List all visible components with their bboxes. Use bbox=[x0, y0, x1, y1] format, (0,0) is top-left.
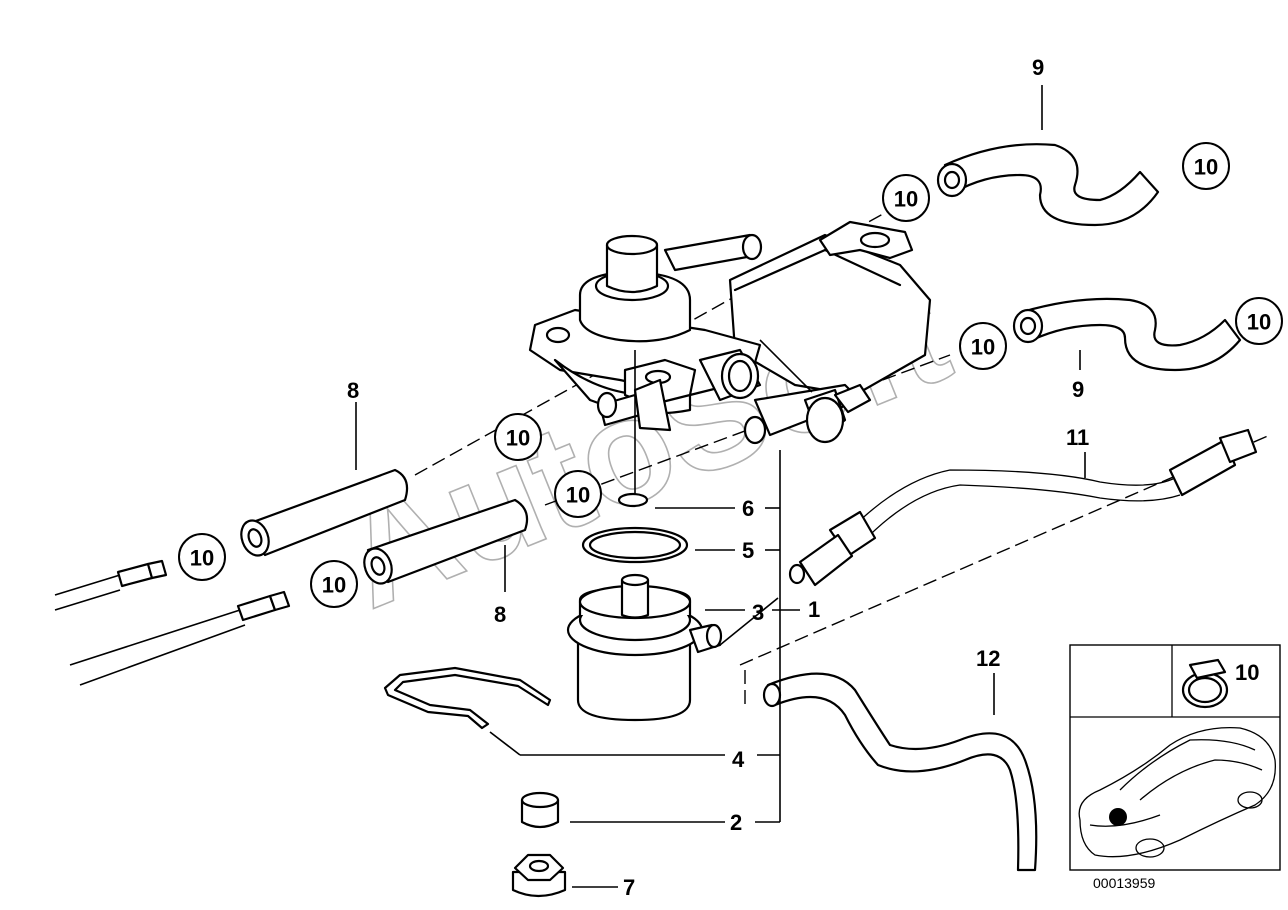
svg-text:10: 10 bbox=[566, 483, 590, 508]
car-icon bbox=[1078, 726, 1276, 858]
callout-10-h: 10 bbox=[310, 560, 358, 608]
seal-6 bbox=[617, 492, 649, 508]
hose-12 bbox=[762, 672, 1038, 872]
diagram-code: 00013959 bbox=[1093, 875, 1156, 891]
label-5: 5 bbox=[742, 538, 754, 563]
label-1: 1 bbox=[808, 597, 820, 622]
callout-10-b: 10 bbox=[882, 174, 930, 222]
sleeve-2 bbox=[520, 791, 560, 829]
o-ring-5 bbox=[581, 526, 689, 564]
hose-clamp-icon bbox=[1181, 658, 1229, 709]
callout-10-d: 10 bbox=[959, 322, 1007, 370]
inset-panel: 10 bbox=[1069, 644, 1281, 871]
svg-text:10: 10 bbox=[971, 335, 995, 360]
label-leaders bbox=[355, 85, 1086, 888]
label-11: 11 bbox=[1066, 425, 1089, 450]
label-9-lower: 9 bbox=[1072, 377, 1084, 402]
svg-text:10: 10 bbox=[190, 546, 214, 571]
svg-text:10: 10 bbox=[1247, 310, 1271, 335]
svg-text:10: 10 bbox=[894, 187, 918, 212]
pipe-11 bbox=[788, 428, 1258, 587]
label-12: 12 bbox=[976, 646, 1000, 671]
svg-text:10: 10 bbox=[322, 573, 346, 598]
hose-9-upper bbox=[936, 143, 1160, 227]
label-6: 6 bbox=[742, 496, 754, 521]
valve-assembly bbox=[528, 220, 932, 495]
callout-10-a: 10 bbox=[1182, 142, 1230, 190]
svg-text:10: 10 bbox=[506, 426, 530, 451]
hose-8-lower bbox=[363, 498, 529, 585]
callout-10-c: 10 bbox=[1235, 297, 1283, 345]
fuel-line-left bbox=[54, 559, 291, 686]
label-2: 2 bbox=[730, 810, 742, 835]
hose-9-lower bbox=[1012, 297, 1242, 372]
callout-10-e: 10 bbox=[494, 413, 542, 461]
label-8-lower: 8 bbox=[494, 602, 506, 627]
label-4: 4 bbox=[732, 747, 745, 772]
nut-7 bbox=[511, 853, 567, 898]
inset-label-10: 10 bbox=[1235, 660, 1259, 685]
callout-10-g: 10 bbox=[178, 533, 226, 581]
callout-10-f: 10 bbox=[554, 470, 602, 518]
damper-3 bbox=[566, 573, 723, 722]
label-9-upper: 9 bbox=[1032, 55, 1044, 80]
hose-8-upper bbox=[240, 468, 409, 557]
svg-text:10: 10 bbox=[1194, 155, 1218, 180]
hose-4 bbox=[383, 666, 552, 730]
location-dot-icon bbox=[1109, 808, 1127, 826]
label-3: 3 bbox=[752, 600, 764, 625]
label-8-upper: 8 bbox=[347, 378, 359, 403]
label-7: 7 bbox=[623, 875, 635, 900]
